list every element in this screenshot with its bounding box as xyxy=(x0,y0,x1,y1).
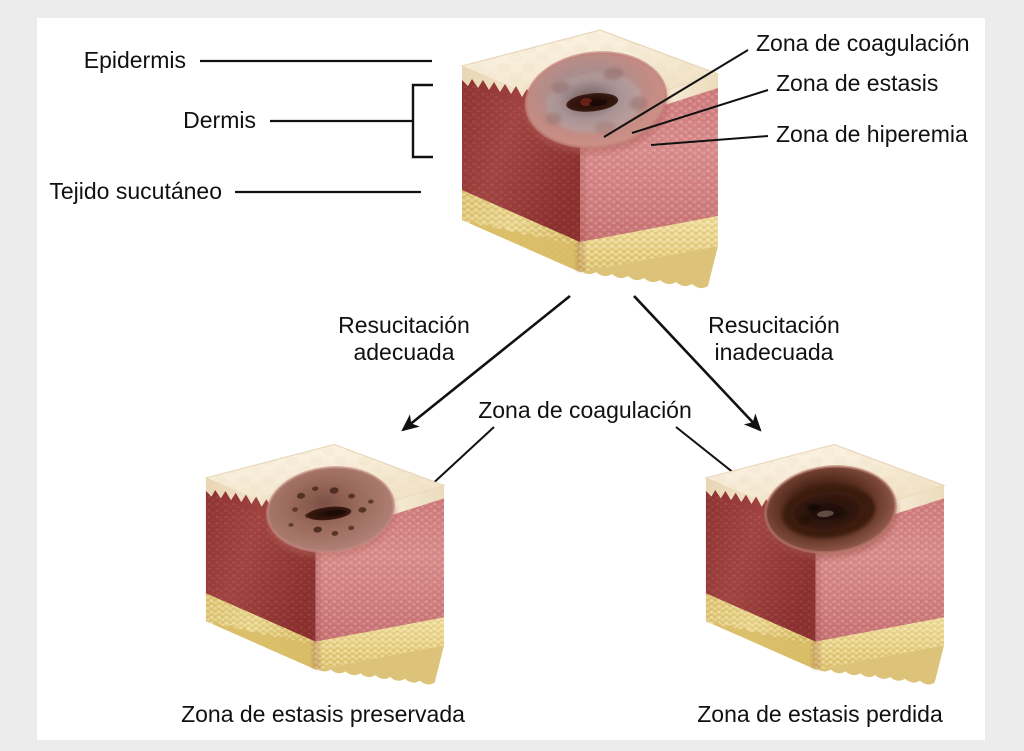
arrow-right-branch xyxy=(633,295,762,432)
label-resucitacion-inadecuada-line2: inadecuada xyxy=(715,339,834,365)
label-epidermis: Epidermis xyxy=(84,47,186,73)
wound-lost xyxy=(764,465,898,560)
captions-group: Zona de estasis preservada Zona de estas… xyxy=(181,701,943,727)
branch-labels: Resucitación adecuada Resucitación inade… xyxy=(338,312,840,365)
caption-estasis-perdida: Zona de estasis perdida xyxy=(697,701,943,727)
caption-estasis-preservada: Zona de estasis preservada xyxy=(181,701,465,727)
wound-preserved xyxy=(266,466,397,559)
arrow-left-branch xyxy=(401,294,571,432)
label-resucitacion-adecuada-line1: Resucitación xyxy=(338,312,470,338)
leader-zona-estasis xyxy=(631,89,769,134)
labels-left-group: Epidermis Dermis Tejido sucutáneo xyxy=(49,47,433,204)
leader-zona-hiperemia xyxy=(650,135,769,146)
wound-top xyxy=(524,51,669,155)
label-resucitacion-inadecuada-line1: Resucitación xyxy=(708,312,840,338)
label-tejido-subcutaneo: Tejido sucutáneo xyxy=(49,178,222,204)
labels-right-group: Zona de coagulación Zona de estasis Zona… xyxy=(603,30,970,147)
label-zona-coagulacion-inferior: Zona de coagulación xyxy=(478,397,692,423)
branch-arrows xyxy=(401,294,762,432)
leader-zona-coagulacion xyxy=(603,49,749,138)
dermis-bracket xyxy=(411,83,433,159)
block-bottom-right xyxy=(706,444,944,684)
block-top xyxy=(462,30,718,288)
label-zona-estasis: Zona de estasis xyxy=(776,70,938,96)
label-zona-hiperemia: Zona de hiperemia xyxy=(776,121,968,147)
label-resucitacion-adecuada-line2: adecuada xyxy=(353,339,454,365)
label-dermis: Dermis xyxy=(183,107,256,133)
wound-speckles xyxy=(288,486,374,536)
block-bottom-left xyxy=(206,444,444,684)
label-zona-coagulacion: Zona de coagulación xyxy=(756,30,970,56)
